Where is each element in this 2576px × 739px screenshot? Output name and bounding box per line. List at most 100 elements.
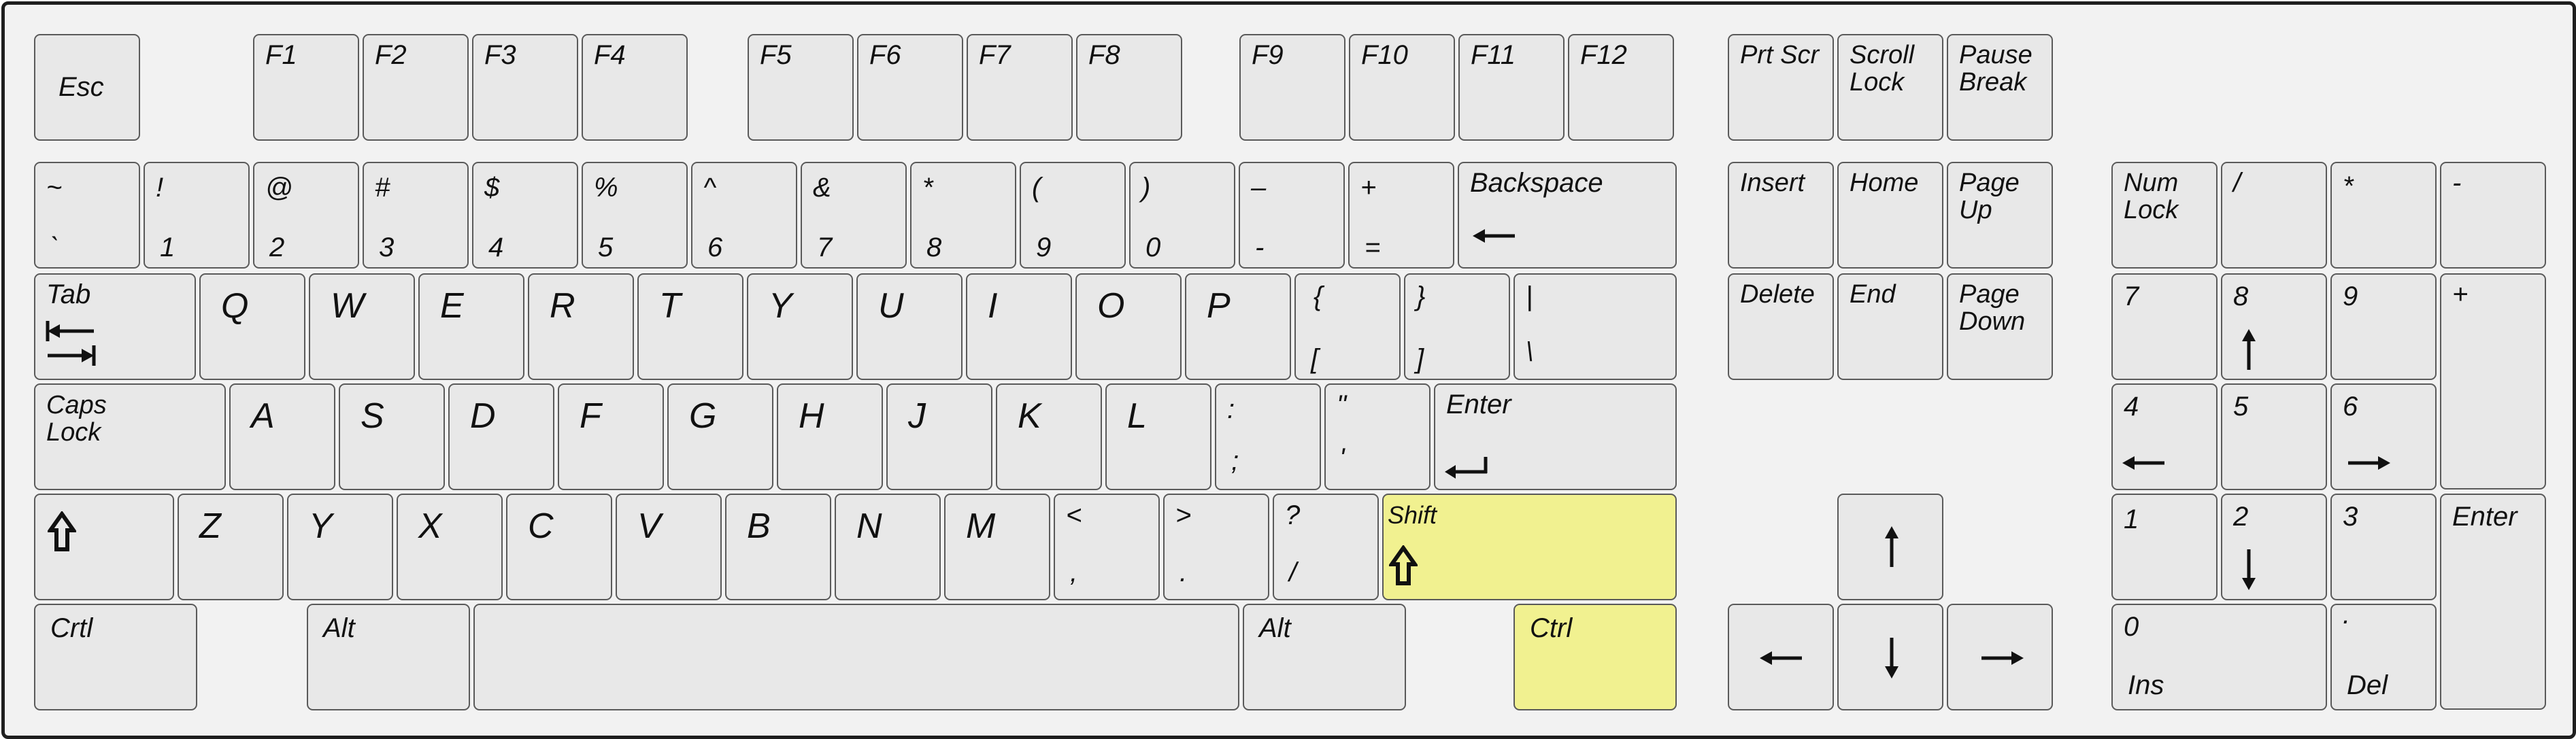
key-home[interactable]: Home <box>1837 162 1943 269</box>
key-slash[interactable]: ?/ <box>1273 494 1379 600</box>
key-caps-lock[interactable]: Caps Lock <box>34 383 226 490</box>
key-backspace[interactable]: Backspace <box>1458 162 1677 269</box>
key-n[interactable]: B <box>725 494 831 600</box>
key-9[interactable]: (9 <box>1020 162 1126 269</box>
key-equals[interactable]: += <box>1348 162 1454 269</box>
key-delete[interactable]: Delete <box>1728 273 1834 380</box>
key-numpad-8[interactable]: 8 <box>2221 273 2327 380</box>
key-right-bracket[interactable]: }] <box>1404 273 1510 380</box>
key-numpad-6[interactable]: 6 <box>2330 383 2437 490</box>
key-1[interactable]: !1 <box>144 162 250 269</box>
key-insert[interactable]: Insert <box>1728 162 1834 269</box>
key-left-shift[interactable] <box>34 494 174 600</box>
key-a[interactable]: A <box>229 383 335 490</box>
key-arrow-left[interactable] <box>1728 604 1834 710</box>
key-numpad-3[interactable]: 3 <box>2330 494 2437 600</box>
key-4[interactable]: $4 <box>472 162 578 269</box>
key-8[interactable]: *8 <box>910 162 1016 269</box>
key-y[interactable]: Y <box>747 273 853 380</box>
key-right-alt[interactable]: Alt <box>1243 604 1406 710</box>
key-f8[interactable]: F8 <box>1076 34 1182 141</box>
key-c[interactable]: X <box>397 494 503 600</box>
key-f2[interactable]: F2 <box>363 34 469 141</box>
key-x[interactable]: Y <box>287 494 393 600</box>
key-left-alt[interactable]: Alt <box>307 604 470 710</box>
key-tab[interactable]: Tab <box>34 273 196 380</box>
key-2[interactable]: @2 <box>253 162 359 269</box>
key-d[interactable]: D <box>448 383 554 490</box>
key-z[interactable]: Z <box>178 494 284 600</box>
key-o[interactable]: O <box>1075 273 1182 380</box>
key-comma[interactable]: <, <box>1054 494 1160 600</box>
key-left-bracket[interactable]: {[ <box>1294 273 1401 380</box>
key-f[interactable]: F <box>558 383 664 490</box>
key-numpad-multiply[interactable]: * <box>2330 162 2437 269</box>
key-numpad-decimal[interactable]: .Del <box>2330 601 2437 710</box>
key-numpad-7[interactable]: 7 <box>2111 273 2218 380</box>
key-right-shift[interactable]: Shift <box>1382 494 1677 600</box>
key-quote[interactable]: "' <box>1324 383 1431 490</box>
key-b[interactable]: V <box>616 494 722 600</box>
key-0[interactable]: )0 <box>1129 162 1235 269</box>
key-f4[interactable]: F4 <box>582 34 688 141</box>
key-f10[interactable]: F10 <box>1349 34 1455 141</box>
key-6[interactable]: ^6 <box>691 162 797 269</box>
key-m2[interactable]: M <box>944 494 1050 600</box>
key-print-screen[interactable]: Prt Scr <box>1728 34 1834 141</box>
key-g[interactable]: G <box>667 383 773 490</box>
key-scroll-lock[interactable]: Scroll Lock <box>1837 34 1943 141</box>
key-u[interactable]: U <box>856 273 963 380</box>
key-arrow-right[interactable] <box>1947 604 2053 710</box>
key-f9[interactable]: F9 <box>1239 34 1345 141</box>
key-numpad-4[interactable]: 4 <box>2111 383 2218 490</box>
key-f7[interactable]: F7 <box>967 34 1073 141</box>
key-m[interactable]: N <box>835 494 941 600</box>
key-space[interactable] <box>473 604 1239 710</box>
key-numpad-plus[interactable]: + <box>2440 273 2546 489</box>
key-f3[interactable]: F3 <box>472 34 578 141</box>
key-numpad-minus[interactable]: - <box>2440 162 2546 269</box>
key-f1[interactable]: F1 <box>253 34 359 141</box>
key-minus[interactable]: –- <box>1239 162 1345 269</box>
key-s[interactable]: S <box>339 383 445 490</box>
key-page-down[interactable]: Page Down <box>1947 273 2053 380</box>
key-q[interactable]: Q <box>199 273 305 380</box>
key-k[interactable]: K <box>996 383 1102 490</box>
key-r[interactable]: R <box>528 273 634 380</box>
key-i[interactable]: I <box>966 273 1072 380</box>
key-page-up[interactable]: Page Up <box>1947 162 2053 269</box>
key-h[interactable]: H <box>777 383 883 490</box>
key-left-ctrl[interactable]: Crtl <box>34 604 197 710</box>
key-v[interactable]: C <box>506 494 612 600</box>
key-backslash[interactable]: |\ <box>1513 273 1677 380</box>
key-numpad-5[interactable]: 5 <box>2221 383 2327 490</box>
key-enter[interactable]: Enter <box>1434 383 1677 490</box>
key-end[interactable]: End <box>1837 273 1943 380</box>
key-f12[interactable]: F12 <box>1568 34 1674 141</box>
key-p[interactable]: P <box>1185 273 1291 380</box>
key-num-lock[interactable]: Num Lock <box>2111 162 2218 269</box>
key-esc[interactable]: Esc <box>34 34 140 141</box>
key-arrow-up[interactable] <box>1837 494 1943 600</box>
key-numpad-2[interactable]: 2 <box>2221 494 2327 600</box>
key-t[interactable]: T <box>637 273 743 380</box>
key-f6[interactable]: F6 <box>857 34 963 141</box>
key-pause-break[interactable]: Pause Break <box>1947 34 2053 141</box>
key-numpad-enter[interactable]: Enter <box>2440 494 2546 710</box>
key-numpad-1[interactable]: 1 <box>2111 494 2218 600</box>
key-numpad-slash[interactable]: / <box>2221 162 2327 269</box>
key-7[interactable]: &7 <box>801 162 907 269</box>
key-numpad-9[interactable]: 9 <box>2330 273 2437 380</box>
key-e[interactable]: E <box>418 273 524 380</box>
key-tilde[interactable]: ~` <box>34 162 140 269</box>
key-w[interactable]: W <box>309 273 415 380</box>
key-right-ctrl[interactable]: Ctrl <box>1513 604 1677 710</box>
key-f11[interactable]: F11 <box>1458 34 1565 141</box>
key-5[interactable]: %5 <box>582 162 688 269</box>
key-l[interactable]: L <box>1105 383 1211 490</box>
key-semicolon[interactable]: :; <box>1215 383 1321 490</box>
key-arrow-down[interactable] <box>1837 604 1943 710</box>
key-f5[interactable]: F5 <box>748 34 854 141</box>
key-period[interactable]: >. <box>1163 494 1269 600</box>
